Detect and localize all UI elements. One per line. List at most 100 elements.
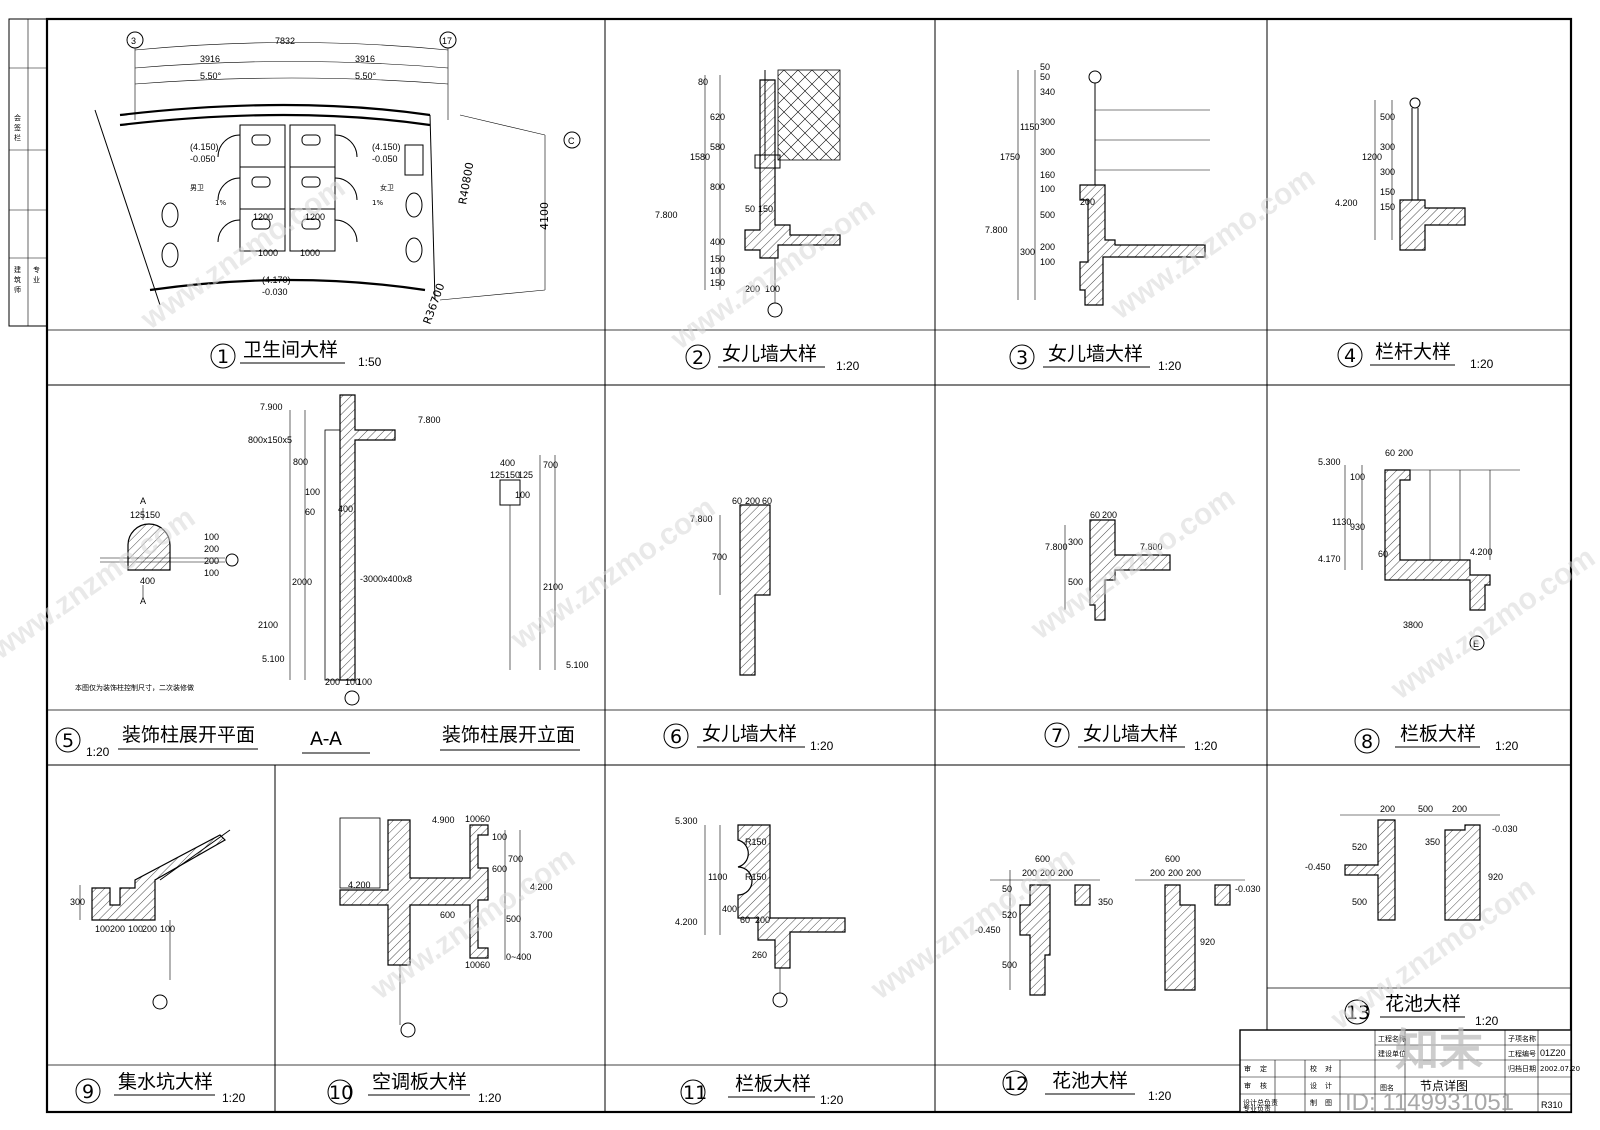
panel-4-title: 栏杆大样: [1375, 341, 1451, 363]
p4-dim-1: 500: [1380, 112, 1395, 122]
panel-8-num: 8: [1361, 731, 1373, 753]
p5-lvl-2: 7.800: [418, 415, 441, 425]
panel-10-scale: 1:20: [478, 1091, 502, 1105]
tb-r3c1: 设计总负责: [1243, 1098, 1278, 1107]
tb-drawing-label: 图名: [1380, 1083, 1394, 1092]
tb-date-val: 2002.07.20: [1540, 1065, 1580, 1073]
p8-d6: 60: [1378, 549, 1388, 559]
p5-d2: 150: [145, 510, 160, 520]
p8-d1: 60: [1385, 448, 1395, 458]
p8-level-2: 4.170: [1318, 554, 1341, 564]
panel-8-scale: 1:20: [1495, 739, 1519, 753]
watermark-4: www.znzmo.com: [0, 501, 201, 667]
panel-grid: [47, 19, 1571, 1112]
p13-d3: 500: [1352, 897, 1367, 907]
p2-dim-1: 80: [698, 77, 708, 87]
p11-level-2: 4.200: [675, 917, 698, 927]
brand-id: ID: 1149931051: [1345, 1089, 1514, 1116]
panel-6-parapet: 7.800 60 200 60 700: [690, 496, 772, 676]
brand-logo: 知末 ID: 1149931051: [1345, 1025, 1514, 1116]
p5-a-top: A: [140, 496, 146, 506]
p6-d3: 60: [762, 496, 772, 506]
p13-d1: 520: [1352, 842, 1367, 852]
p3-dim-15: 200: [1080, 197, 1095, 207]
p10-level-3: 4.200: [530, 882, 553, 892]
p5-d17: 400: [500, 458, 515, 468]
p12-w5: 600: [1165, 854, 1180, 864]
p7-level-2: 7.800: [1140, 542, 1163, 552]
p2-level: 7.800: [655, 210, 678, 220]
panel-11-title: 栏板大样: [735, 1073, 811, 1095]
p5-d23: 2100: [543, 582, 563, 592]
panel-12-title: 花池大样: [1052, 1070, 1128, 1092]
panel-12-planter: 600 200 200 200 600 200 200 200 50 520 -…: [975, 854, 1261, 996]
p11-d4: 200: [755, 915, 770, 925]
p5-d15: 100: [345, 677, 360, 687]
p5-d12: 2000: [292, 577, 312, 587]
p10-d3: 100: [492, 832, 507, 842]
p12-d4: 350: [1098, 897, 1113, 907]
p11-r2: R150: [745, 872, 767, 882]
panel-2-scale: 1:20: [836, 359, 860, 373]
p3-dim-4: 1150: [1020, 122, 1039, 132]
p8-d3: 100: [1350, 472, 1365, 482]
p12-w8: 200: [1186, 868, 1201, 878]
tb-project-name: 工程名称: [1378, 1034, 1406, 1043]
panel-11-parapet-slab: 5.300 R150 R150 1100 400 4.200 60 200 26…: [675, 816, 846, 1008]
panel-1-toilet-plan: 3 17 7832 3916 3916 5.50° 5.50°: [94, 31, 581, 326]
p11-d2: 400: [722, 904, 737, 914]
p5-d20: 125: [518, 470, 533, 480]
p9-d1: 300: [70, 897, 85, 907]
p10-d9: 60: [480, 960, 490, 970]
panel-9-scale: 1:20: [222, 1091, 246, 1105]
p13-w1: 200: [1380, 804, 1395, 814]
panel-2-parapet: 80 620 580 1580 800 400 150 100 150 7.80…: [655, 69, 841, 318]
p4-dim-4: 300: [1380, 167, 1395, 177]
p9-d4: 100: [128, 924, 143, 934]
p12-w6: 200: [1150, 868, 1165, 878]
p2-dim-3: 580: [710, 142, 725, 152]
panel-9-sump: 300 100 200 100 200 100: [70, 829, 231, 1010]
p5-d7: 100: [204, 568, 219, 578]
p3-dim-12: 300: [1020, 247, 1035, 257]
panel-7-title: 女儿墙大样: [1083, 723, 1178, 745]
p13-level-2: -0.450: [1305, 862, 1331, 872]
p2-dim-6: 400: [710, 237, 725, 247]
p5-d10: 100: [305, 487, 320, 497]
panel-13-title: 花池大样: [1385, 993, 1461, 1015]
p6-level: 7.800: [690, 514, 713, 524]
p5-a-bot: A: [140, 596, 146, 606]
side-text-1: 会: [14, 113, 21, 122]
p11-d1: 1100: [708, 872, 727, 882]
dim-half-1: 3916: [200, 54, 220, 64]
p2-dim-4: 1580: [690, 152, 710, 162]
width-2: 1200: [305, 212, 325, 222]
p4-level: 4.200: [1335, 198, 1358, 208]
p10-d5: 700: [508, 854, 523, 864]
panel-4-scale: 1:20: [1470, 357, 1494, 371]
p5-d1: 125: [130, 510, 145, 520]
watermark-3: www.znzmo.com: [1104, 161, 1321, 327]
title-block: 审 定 校 对 审 核 设 计 设计总负责 制 图 专业负责 工程名称 建设单位…: [1239, 1029, 1580, 1113]
p5-d19: 150: [505, 470, 520, 480]
panel-3-scale: 1:20: [1158, 359, 1182, 373]
p13-d2: 350: [1425, 837, 1440, 847]
p12-d1: 50: [1002, 884, 1012, 894]
p5-lvl-4: 5.100: [566, 660, 589, 670]
width-1: 1200: [253, 212, 273, 222]
p5-spec-2: -3000x400x8: [360, 574, 412, 584]
panel-2-num: 2: [692, 347, 704, 369]
axis-c: C: [568, 136, 575, 146]
p8-level-3: 4.200: [1470, 547, 1493, 557]
side-text-3: 栏: [14, 133, 21, 142]
p7-d3: 300: [1068, 537, 1083, 547]
p8-d5: 930: [1350, 522, 1365, 532]
p4-dim-5: 150: [1380, 187, 1395, 197]
p2-dim-13: 50: [745, 204, 755, 214]
panel-4-railing: 500 1200 300 300 150 150 4.200: [1335, 97, 1466, 251]
p10-level-2: 4.200: [348, 880, 371, 890]
p8-d2: 200: [1398, 448, 1413, 458]
p3-dim-6: 1750: [1000, 152, 1020, 162]
panel-2-title: 女儿墙大样: [722, 343, 817, 365]
side-text-5: 筑: [14, 275, 21, 284]
